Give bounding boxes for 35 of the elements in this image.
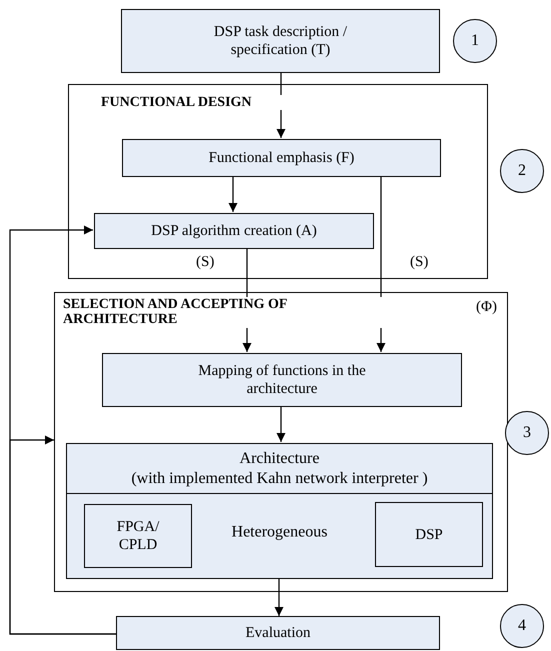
box-text: Evaluation: [246, 624, 310, 642]
step-number-circle: [500, 604, 544, 648]
annotation-label: (S): [410, 254, 428, 271]
box-heading: (with implemented Kahn network interpreter ): [131, 468, 428, 488]
process-box: [94, 213, 374, 249]
step-number: 2: [518, 162, 526, 180]
arrow: [228, 176, 238, 212]
process-box: [102, 353, 462, 407]
arrow: [9, 436, 116, 635]
step-number-circle: [453, 19, 497, 63]
step-number-circle: [500, 149, 544, 193]
step-number: 3: [523, 424, 531, 442]
step-number: 1: [471, 32, 479, 50]
process-box: [122, 139, 441, 177]
process-box: [121, 9, 440, 73]
step-number-circle: [505, 411, 549, 455]
box-heading: Architecture: [240, 449, 320, 468]
process-box: [375, 502, 483, 567]
box-text: Functional emphasis (F): [208, 149, 354, 167]
group-symbol: (Φ): [476, 299, 497, 316]
box-text: Mapping of functions in the architecture: [197, 362, 367, 398]
box-text: DSP algorithm creation (A): [151, 222, 317, 240]
process-box: [84, 504, 192, 568]
box-text: DSP task description / specification (T): [212, 23, 348, 59]
arrow: [274, 578, 284, 616]
box-text: FPGA/ CPLD: [116, 518, 160, 554]
arrow: [276, 406, 286, 442]
group-frame: [54, 292, 508, 592]
box-text: Heterogeneous: [232, 522, 328, 542]
box-text: DSP: [415, 526, 443, 544]
process-box: [116, 616, 440, 650]
group-frame: [68, 84, 488, 279]
annotation-label: (S): [196, 254, 214, 271]
architecture-box: [66, 443, 493, 579]
step-number: 4: [518, 617, 526, 635]
